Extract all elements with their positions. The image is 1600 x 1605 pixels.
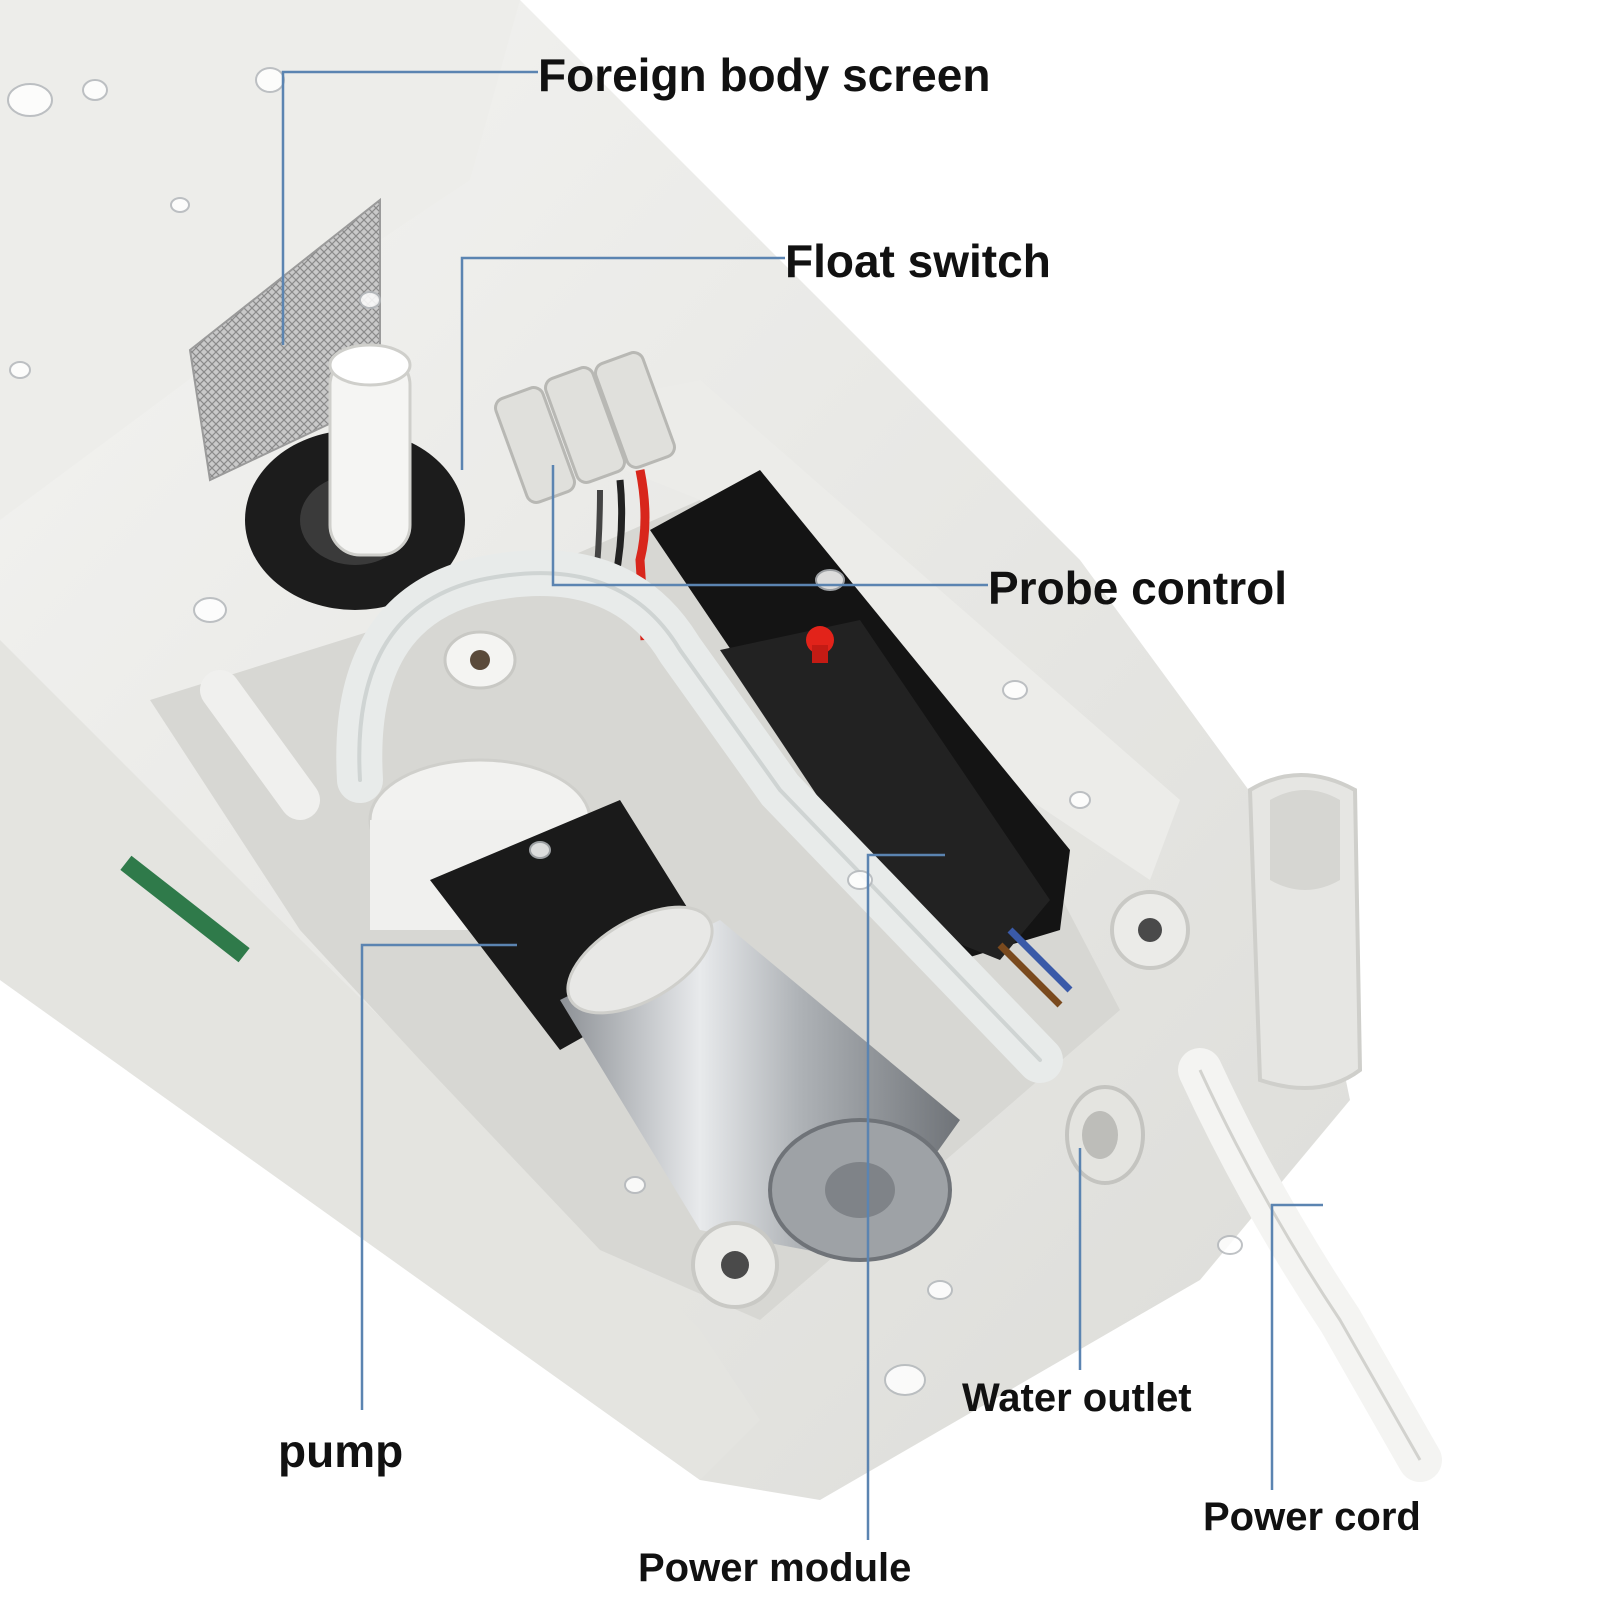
- circuit-board-edge: [120, 855, 250, 963]
- pump-part: [368, 630, 960, 1262]
- leader-float-switch: [460, 256, 785, 470]
- outlet-and-cord: [1065, 1048, 1442, 1482]
- leader-probe-control: [551, 465, 988, 587]
- leader-lines: [281, 70, 1323, 1540]
- label-water-outlet: Water outlet: [962, 1376, 1192, 1420]
- power-module-part: [650, 470, 1073, 1008]
- leader-power-module: [866, 853, 945, 1540]
- label-foreign-body-screen: Foreign body screen: [538, 49, 991, 101]
- label-power-module: Power module: [638, 1546, 912, 1590]
- water-droplets: [7, 67, 1243, 1396]
- label-pump: pump: [278, 1425, 404, 1477]
- screw-bosses: [691, 890, 1190, 1309]
- leader-foreign-body-screen: [281, 70, 538, 345]
- tubing: [200, 550, 1063, 1083]
- label-float-switch: Float switch: [785, 235, 1051, 287]
- leader-pump: [360, 943, 517, 1410]
- label-power-cord: Power cord: [1203, 1495, 1421, 1539]
- float-switch-part: [245, 343, 465, 610]
- label-probe-control: Probe control: [988, 562, 1288, 614]
- leader-power-cord: [1270, 1203, 1323, 1490]
